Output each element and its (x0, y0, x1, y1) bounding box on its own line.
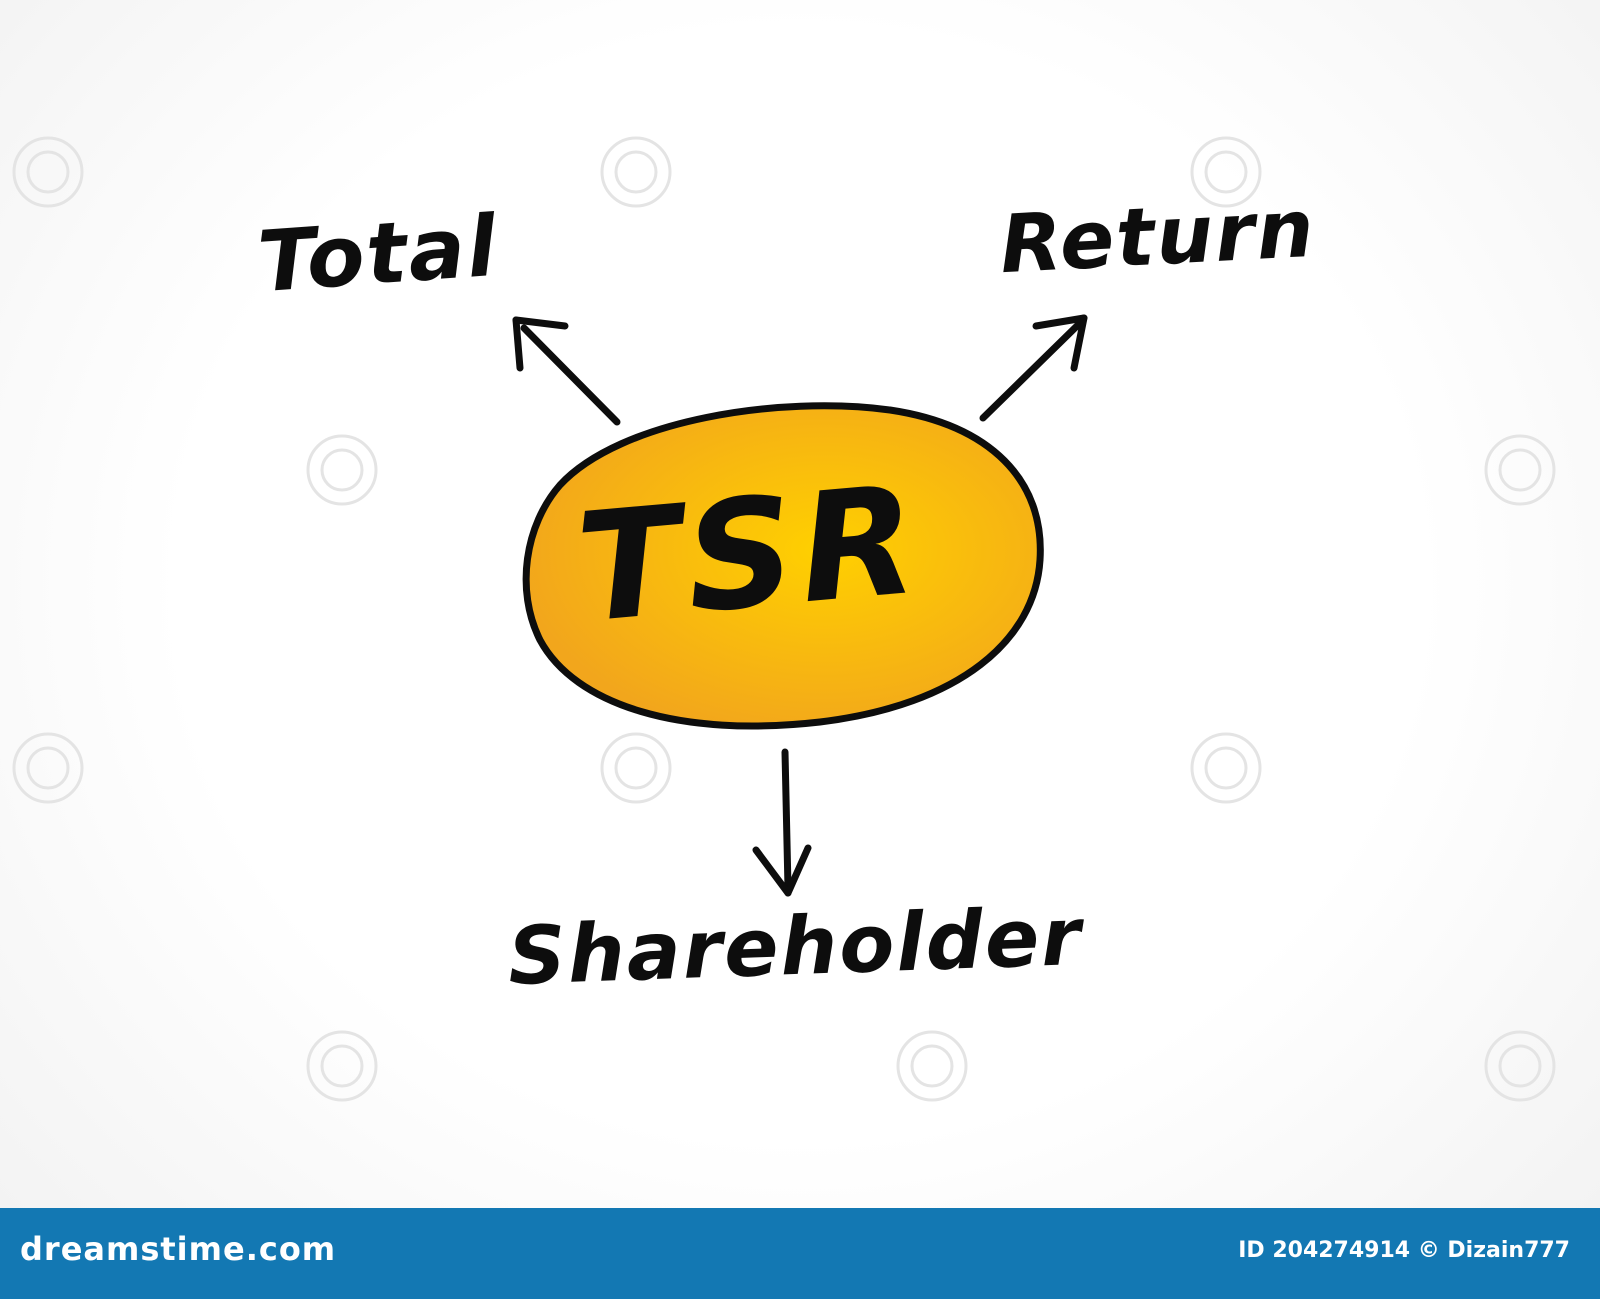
arrow-to-total (512, 316, 621, 426)
branch-label-return: Return (997, 181, 1318, 292)
center-label-tsr: TSR (571, 453, 929, 657)
footer-logo[interactable]: dreamstime.com (20, 1230, 337, 1268)
diagram-canvas: Total Return Shareholder TSR (12, 136, 1556, 1102)
footer-bar: dreamstime.com ID 204274914 © Dizain777 (0, 1208, 1600, 1299)
arrow-to-return (979, 314, 1088, 422)
diagram-svg (12, 136, 1556, 1102)
tsr-ellipse (522, 402, 1044, 730)
footer-image-id: ID 204274914 © Dizain777 (1238, 1238, 1570, 1263)
arrow-to-shareholder (752, 748, 812, 897)
branch-label-total: Total (254, 196, 501, 312)
